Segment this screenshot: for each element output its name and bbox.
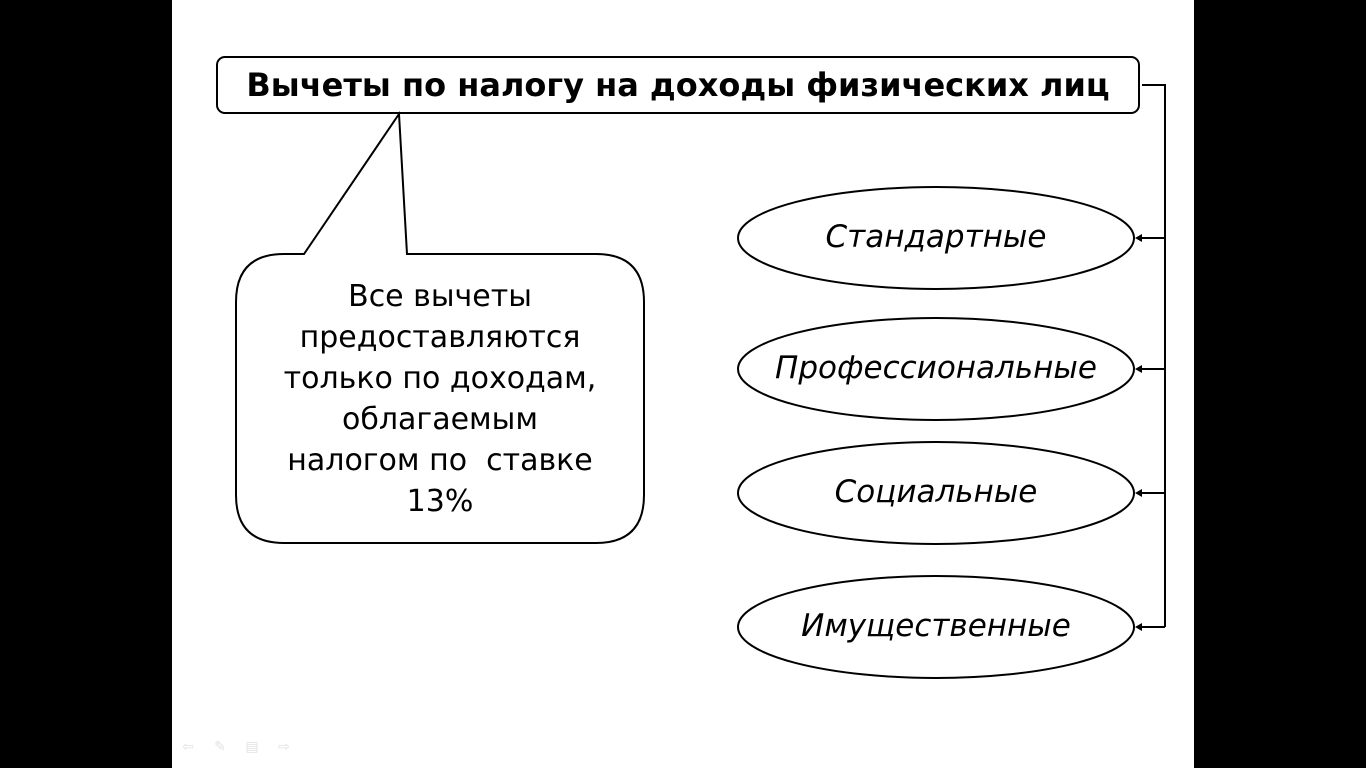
callout-text: Все вычеты предоставляются только по дох… bbox=[238, 276, 642, 522]
ellipse-property bbox=[737, 575, 1135, 679]
slideshow-nav: ⇦ ✎ ▤ ⇨ bbox=[178, 738, 294, 756]
arrow-head-social bbox=[1135, 489, 1142, 497]
label-professional: Профессиональные bbox=[775, 350, 1097, 386]
title-connector bbox=[1142, 84, 1166, 627]
menu-icon[interactable]: ▤ bbox=[245, 739, 259, 755]
callout-line: только по доходам, bbox=[283, 361, 597, 396]
forward-arrow-icon[interactable]: ⇨ bbox=[278, 739, 290, 755]
label-standard: Стандартные bbox=[825, 219, 1047, 255]
arrow-head-professional bbox=[1135, 365, 1142, 373]
callout-line: налогом по ставке bbox=[287, 443, 593, 478]
callout-line: облагаемым bbox=[342, 402, 538, 437]
callout-line: 13% bbox=[406, 484, 474, 519]
ellipse-professional bbox=[737, 317, 1135, 421]
callout-shape bbox=[235, 110, 645, 544]
diagram-title: Вычеты по налогу на доходы физических ли… bbox=[216, 56, 1140, 114]
callout-line: Все вычеты bbox=[348, 279, 532, 314]
arrow-head-property bbox=[1135, 623, 1142, 631]
slide: Вычеты по налогу на доходы физических ли… bbox=[172, 0, 1194, 768]
label-property: Имущественные bbox=[801, 608, 1071, 644]
arrow-head-standard bbox=[1135, 234, 1142, 242]
ellipse-social bbox=[737, 441, 1135, 545]
label-social: Социальные bbox=[834, 474, 1038, 510]
connector-lines bbox=[737, 84, 1166, 679]
ellipse-standard bbox=[737, 186, 1135, 290]
callout-line: предоставляются bbox=[299, 320, 581, 355]
pen-icon[interactable]: ✎ bbox=[214, 739, 226, 755]
callout-bubble bbox=[235, 110, 645, 544]
back-arrow-icon[interactable]: ⇦ bbox=[182, 739, 194, 755]
